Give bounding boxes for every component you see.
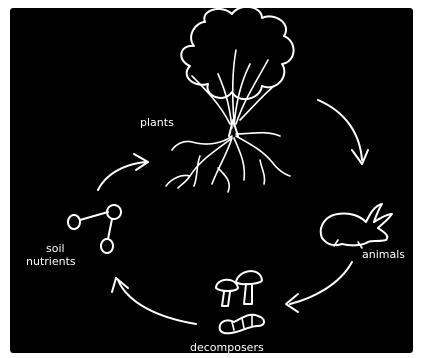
rabbit-icon <box>321 204 392 248</box>
cycle-arrow-icon <box>112 278 196 324</box>
tree-icon <box>166 7 294 192</box>
mushroom-icon <box>216 271 262 306</box>
cycle-arrow-icon <box>98 154 148 190</box>
cycle-arrow-icon <box>286 262 352 312</box>
soil-label: soil <box>46 243 65 255</box>
worm-icon <box>220 315 264 334</box>
cycle-arrow-icon <box>318 100 368 164</box>
plants-label: plants <box>140 117 174 129</box>
animals-label: animals <box>362 249 405 261</box>
molecule-icon <box>68 205 121 253</box>
nutrients-label: nutrients <box>26 256 76 268</box>
decomposers-label: decomposers <box>190 342 264 354</box>
